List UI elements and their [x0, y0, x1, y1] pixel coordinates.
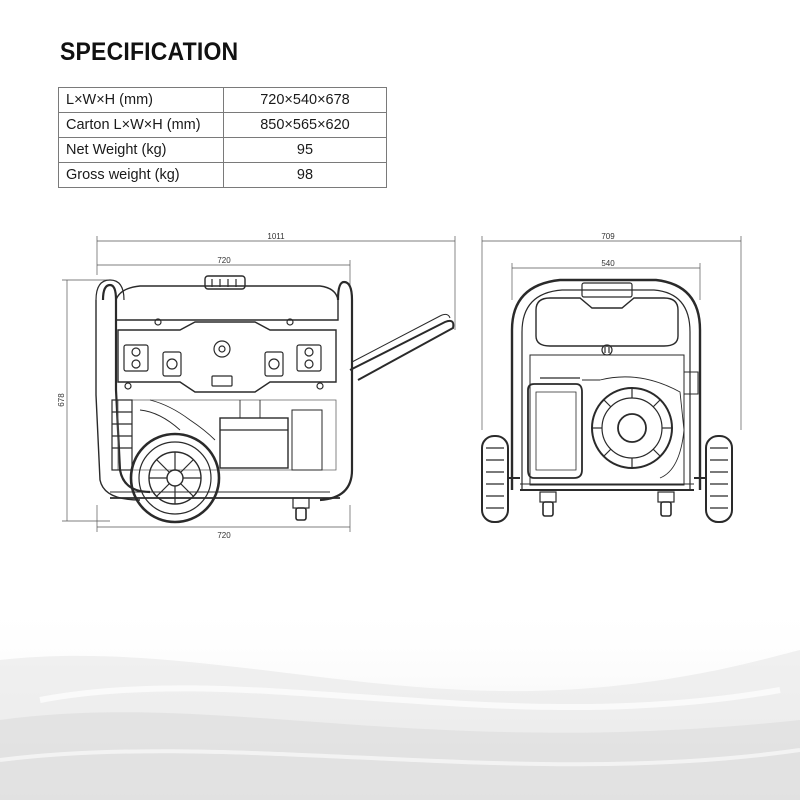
spec-label: L×W×H (mm) [58, 87, 224, 113]
spec-value: 720×540×678 [223, 87, 387, 113]
dim-height: 678 [57, 393, 66, 407]
dim-body-width: 540 [601, 259, 615, 268]
spec-label: Net Weight (kg) [58, 137, 224, 163]
front-view-drawing: 709 540 [481, 232, 742, 523]
table-row: Gross weight (kg) 98 [58, 162, 387, 188]
dim-overall-width: 709 [601, 232, 615, 241]
front-dimension-lines [481, 236, 742, 430]
dim-body-length-top: 720 [217, 256, 231, 265]
side-view-drawing: 1011 720 678 720 [57, 232, 456, 540]
spec-label: Gross weight (kg) [58, 162, 224, 188]
page-title: SPECIFICATION [60, 38, 239, 66]
side-dimension-lines [62, 236, 456, 532]
spec-value: 98 [223, 162, 387, 188]
dim-overall-length: 1011 [267, 232, 285, 241]
table-row: L×W×H (mm) 720×540×678 [58, 87, 387, 113]
dim-body-length-bottom: 720 [217, 531, 231, 540]
spec-table: L×W×H (mm) 720×540×678 Carton L×W×H (mm)… [58, 87, 387, 188]
